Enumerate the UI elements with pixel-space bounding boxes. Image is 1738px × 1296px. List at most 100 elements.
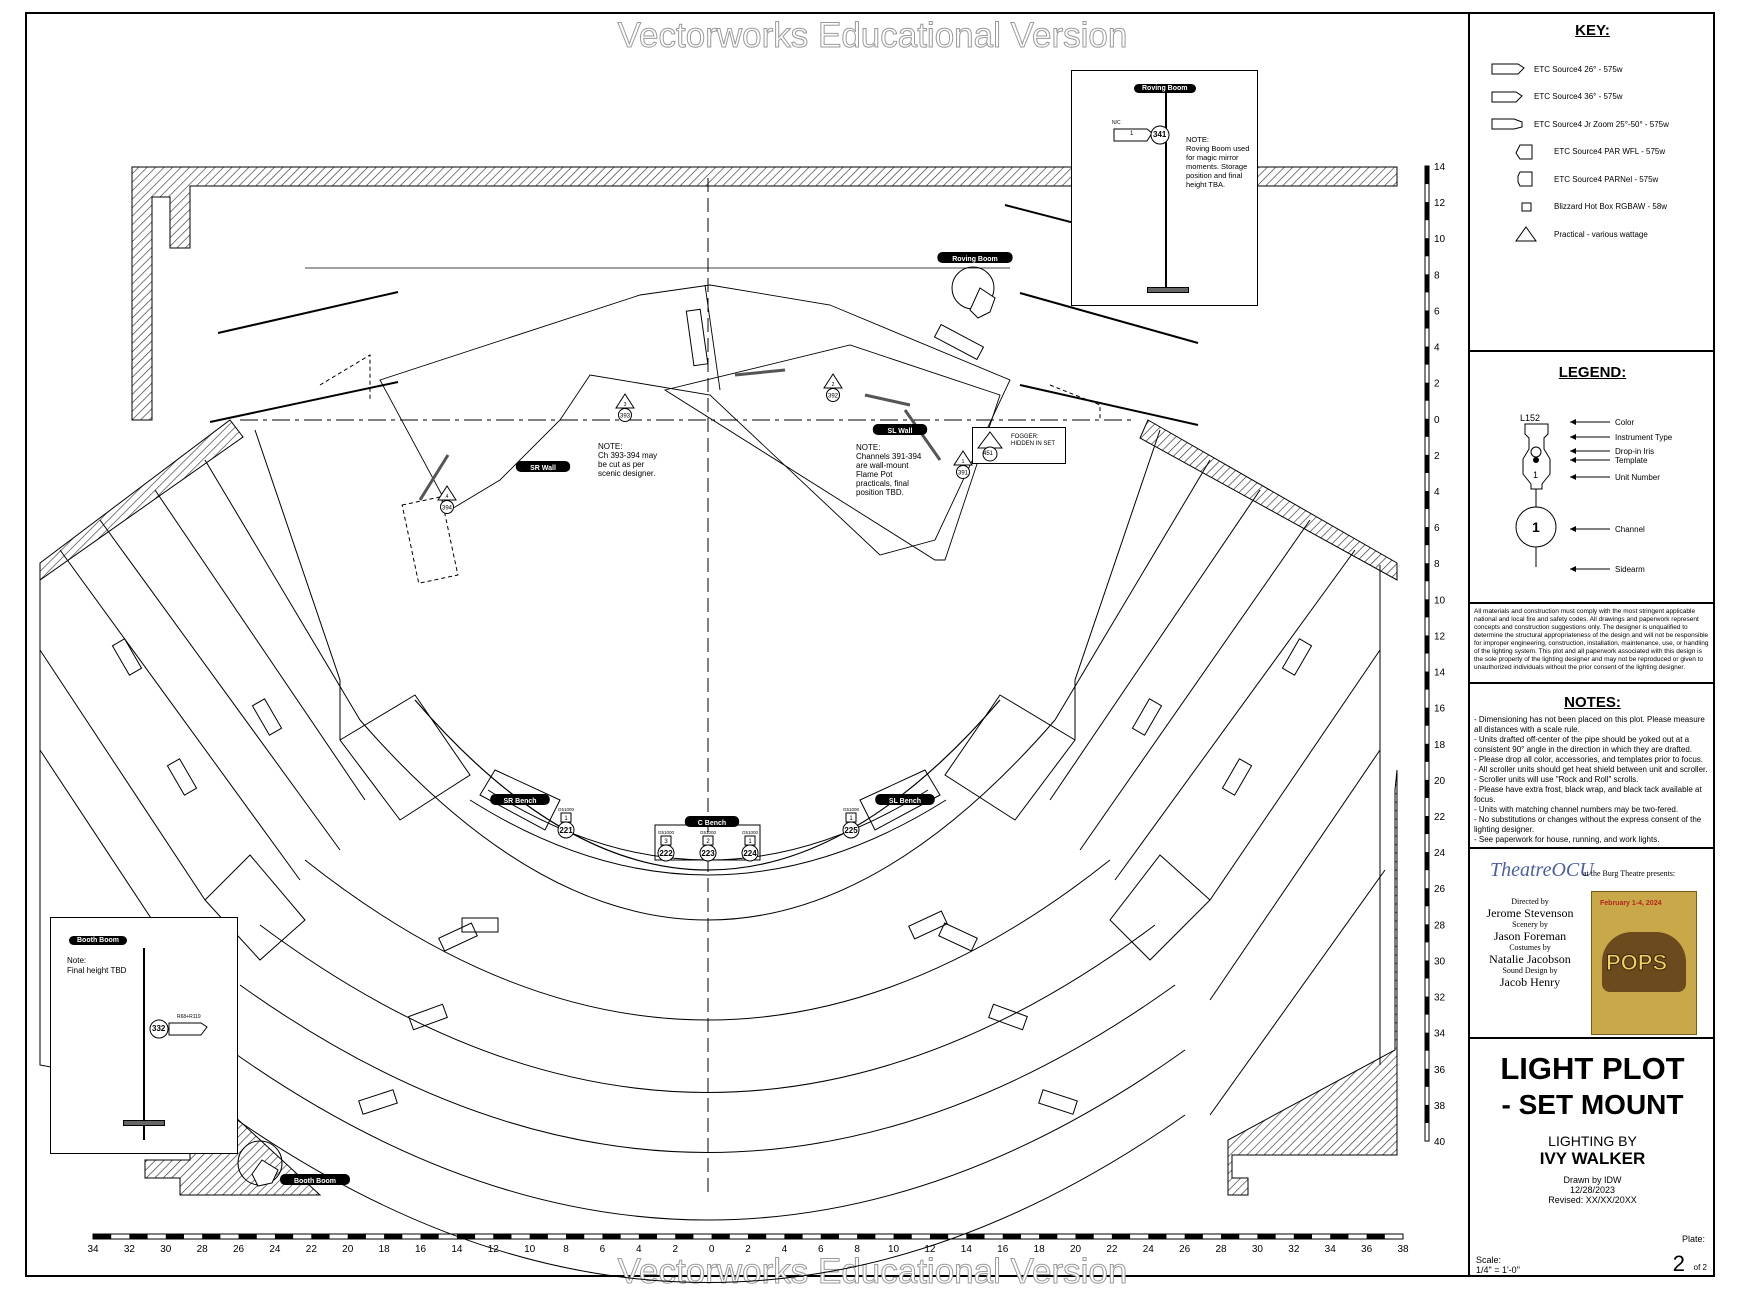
practical-unit: 2	[832, 382, 835, 388]
scale-x-block	[1111, 1234, 1131, 1239]
notes-section: NOTES: - Dimensioning has not been place…	[1470, 684, 1715, 849]
scale-y-label: 14	[1434, 668, 1446, 679]
inset-note: NOTE: Roving Boom used for magic mirror …	[1186, 135, 1250, 189]
scale-x-block	[820, 1234, 839, 1239]
unit-channel: 224	[743, 849, 757, 858]
scale-x-label: 4	[636, 1244, 642, 1255]
scale-x-block	[566, 1234, 585, 1239]
scale-y-label: 4	[1434, 487, 1440, 498]
position-label-bg	[872, 424, 928, 435]
position-label-bg	[684, 816, 740, 827]
scale-x-label: 28	[1215, 1244, 1227, 1255]
scale-x-block	[1257, 1234, 1276, 1239]
scale-x-label: 38	[1397, 1244, 1409, 1255]
note-item: - Units drafted off-center of the pipe s…	[1474, 735, 1692, 754]
scale-x-label: 30	[160, 1244, 172, 1255]
scale-y-block	[1425, 671, 1429, 690]
scale-x-block	[238, 1234, 257, 1239]
legend-label: Sidearm	[1615, 565, 1645, 574]
plate-label: Plate:	[1681, 1234, 1705, 1244]
scale-x-label: 2	[745, 1244, 751, 1255]
scale-y-label: 14	[1434, 162, 1446, 173]
scale-y-block	[1425, 491, 1429, 510]
scale-y-label: 32	[1434, 993, 1446, 1004]
scale-x-label: 32	[124, 1244, 136, 1255]
sr-house-wall	[39, 419, 244, 581]
scale-y-block	[1425, 924, 1429, 943]
legend-channel: 1	[1532, 519, 1540, 535]
note-item: - Please drop all color, accessories, an…	[1474, 755, 1703, 764]
roving-boom-plan	[951, 266, 996, 319]
scale-y-block	[1425, 382, 1429, 401]
plot-date: 12/28/2023	[1569, 1185, 1616, 1195]
practical-channel: 394	[442, 506, 453, 512]
scale-y-block	[1425, 238, 1429, 257]
drawing-sheet-border	[25, 12, 1715, 1277]
scale-x-label: 26	[1179, 1244, 1191, 1255]
fogger-triangle-icon	[977, 431, 1003, 462]
inset-unit-icon	[1113, 125, 1170, 145]
position-label: C Bench	[698, 820, 726, 827]
unit-channel-circle	[699, 844, 717, 862]
position-label: Roving Boom	[952, 256, 998, 263]
position-label-bg	[515, 461, 571, 472]
unit-channel-circle	[657, 844, 675, 862]
sr-set-wall	[379, 284, 1011, 556]
scale-x-label: 32	[1288, 1244, 1300, 1255]
scale-y-block	[1425, 816, 1429, 835]
key-item: Blizzard Hot Box RGBAW - 58w	[1510, 198, 1667, 216]
disclaimer: All materials and construction must comp…	[1470, 604, 1715, 684]
credit-name: Jacob Henry	[1499, 975, 1561, 989]
sl-set-wall	[663, 344, 1001, 561]
scale-y-label: 22	[1434, 812, 1446, 823]
fogger-label: FOGGER: HIDDEN IN SET	[1011, 434, 1056, 447]
scale-x-block	[1075, 1234, 1094, 1239]
scale-y-block	[1425, 1068, 1429, 1087]
scale-x-label: 14	[961, 1244, 973, 1255]
position-label-bg	[937, 252, 1013, 263]
scale-x-label: 8	[563, 1244, 569, 1255]
inset-pos-label: Roving Boom	[1134, 84, 1196, 93]
plot-title-line2: - SET MOUNT	[1501, 1089, 1684, 1120]
scale-x-label: 16	[997, 1244, 1009, 1255]
scale-x-block	[784, 1234, 803, 1239]
inset-color: N/C	[1112, 120, 1121, 126]
sl-wall-note: NOTE: Channels 391-394 are wall-mount Fl…	[856, 443, 922, 497]
arrow-icon	[1570, 457, 1576, 463]
scale-y-label: 24	[1434, 848, 1446, 859]
key-item-label: ETC Source4 Jr Zoom 25°-50° - 575w	[1534, 119, 1669, 129]
scale-x-block	[1148, 1234, 1167, 1239]
scale-x-label: 30	[1252, 1244, 1264, 1255]
scale-y-label: 40	[1434, 1137, 1446, 1148]
scale-x-block	[420, 1234, 439, 1239]
scale-x-block	[384, 1234, 403, 1239]
scale-x-block	[1330, 1234, 1349, 1239]
scale-x-block	[93, 1234, 112, 1239]
scale-x-label: 20	[1070, 1244, 1082, 1255]
key-item: ETC Source4 PARNel - 575w	[1510, 170, 1658, 188]
show-poster: February 1-4, 2024 POPS	[1591, 891, 1697, 1035]
scale-y-block	[1425, 960, 1429, 979]
scale-y-block	[1425, 1104, 1429, 1123]
booth-boom-plan	[237, 1140, 283, 1187]
sr-bench	[479, 769, 561, 831]
legend-color-code: L152	[1520, 413, 1540, 423]
scale-y-block	[1425, 166, 1429, 185]
scale-x-label: 0	[709, 1244, 715, 1255]
scale-label: Scale:	[1476, 1255, 1502, 1265]
arrow-icon	[1570, 566, 1576, 572]
source4-26-icon	[1491, 63, 1525, 75]
scale-y-label: 0	[1434, 415, 1440, 426]
scale-x-block	[347, 1234, 366, 1239]
note-item: - All scroller units should get heat shi…	[1474, 765, 1708, 774]
legend-unit: 1	[1533, 470, 1538, 480]
scale-x-label: 16	[415, 1244, 427, 1255]
practical-channel: 392	[828, 394, 839, 400]
upstage-wall	[131, 166, 1398, 421]
scale-y-block	[1425, 563, 1429, 582]
scale-x-label: 24	[1143, 1244, 1155, 1255]
scale-y-label: 8	[1434, 270, 1440, 281]
practical-channel: 391	[958, 471, 969, 477]
